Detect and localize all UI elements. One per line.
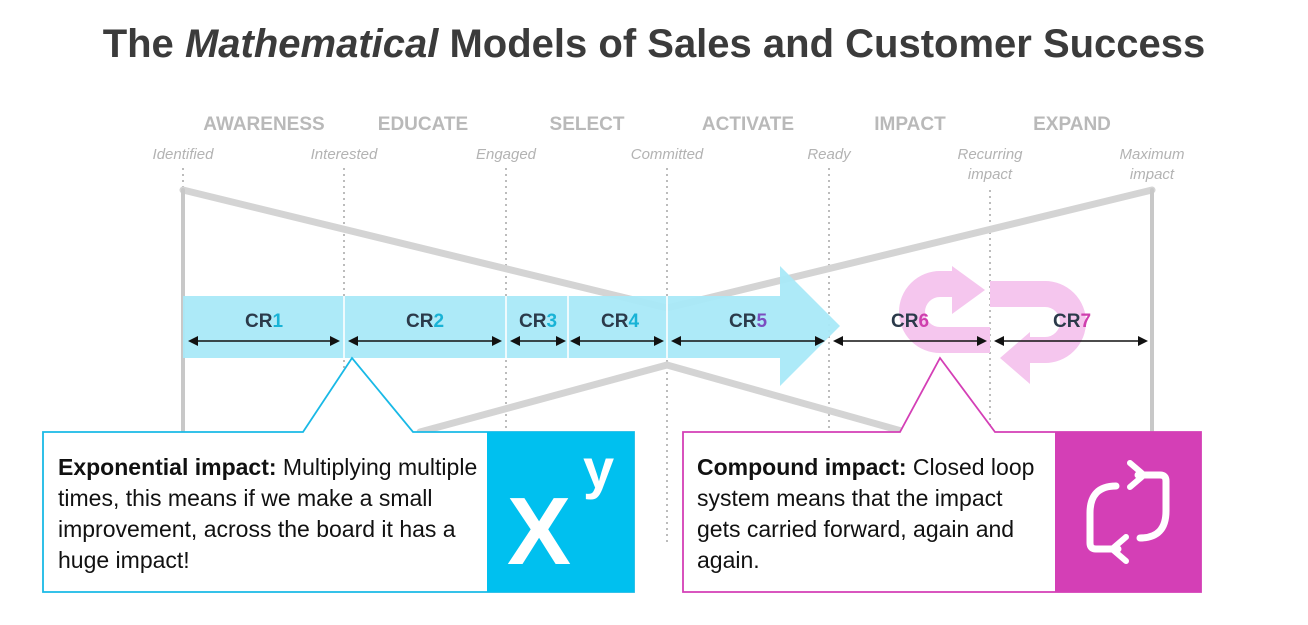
title-italic: Mathematical <box>184 22 439 66</box>
stage-awareness: AWARENESS <box>203 114 324 135</box>
exponent-icon-power: y <box>583 437 615 500</box>
stage-impact: IMPACT <box>874 114 946 135</box>
loop-arrowhead-bottom <box>1000 332 1030 384</box>
loop-arrows <box>899 271 1086 363</box>
cr3-label: CR3 <box>519 311 557 332</box>
cr-labels: CR1 CR2 CR3 CR4 CR5 CR6 CR7 <box>245 311 1091 332</box>
exponential-impact-text: Exponential impact: Multiplying multiple… <box>58 452 482 576</box>
exponential-heading: Exponential impact: <box>58 454 277 480</box>
cr4-label: CR4 <box>601 311 639 332</box>
cr7-label: CR7 <box>1053 311 1091 332</box>
page-title: The Mathematical Models of Sales and Cus… <box>0 22 1308 67</box>
compound-callout <box>682 356 1202 593</box>
stage-labels: AWARENESS EDUCATE SELECT ACTIVATE IMPACT… <box>203 114 1111 135</box>
funnel-bottom-left-edge <box>416 361 671 436</box>
exponent-icon-base: X <box>507 478 572 585</box>
bowtie-funnel-outline <box>179 186 1156 436</box>
milestone-engaged: Engaged <box>476 146 537 163</box>
cr2-label: CR2 <box>406 311 444 332</box>
exponential-callout <box>42 356 635 593</box>
loop-arrow-bottom <box>990 281 1086 363</box>
milestone-committed: Committed <box>631 146 704 163</box>
compound-heading: Compound impact: <box>697 454 907 480</box>
milestone-identified: Identified <box>153 146 215 163</box>
cr1-label: CR1 <box>245 311 283 332</box>
cr6-label: CR6 <box>891 311 929 332</box>
conversion-arrow-band <box>183 266 840 386</box>
exponent-icon: X y <box>487 432 634 592</box>
loop-arrowhead-top <box>952 266 985 314</box>
loop-icon-panel <box>1055 432 1201 592</box>
compound-body: Closed loop system means that the impact… <box>697 454 1035 573</box>
exponential-body: Multiplying multiple times, this means i… <box>58 454 478 573</box>
exponent-icon-panel <box>487 432 634 592</box>
stage-expand: EXPAND <box>1033 114 1111 135</box>
funnel-bottom-right-edge <box>663 361 909 436</box>
stage-educate: EDUCATE <box>378 114 468 135</box>
stage-select: SELECT <box>550 114 625 135</box>
milestone-ready: Ready <box>807 146 852 163</box>
stage-activate: ACTIVATE <box>702 114 794 135</box>
compound-impact-text: Compound impact: Closed loop system mean… <box>697 452 1049 576</box>
loop-icon <box>1086 460 1170 564</box>
title-part3: Models of Sales and Customer Success <box>449 22 1206 66</box>
milestone-labels: Identified Interested Engaged Committed … <box>153 146 1185 183</box>
cr5-label: CR5 <box>729 311 767 332</box>
funnel-top-left-edge <box>179 186 671 312</box>
title-part1: The <box>102 22 174 66</box>
funnel-top-right-edge <box>663 186 1156 312</box>
milestone-interested: Interested <box>311 146 378 163</box>
